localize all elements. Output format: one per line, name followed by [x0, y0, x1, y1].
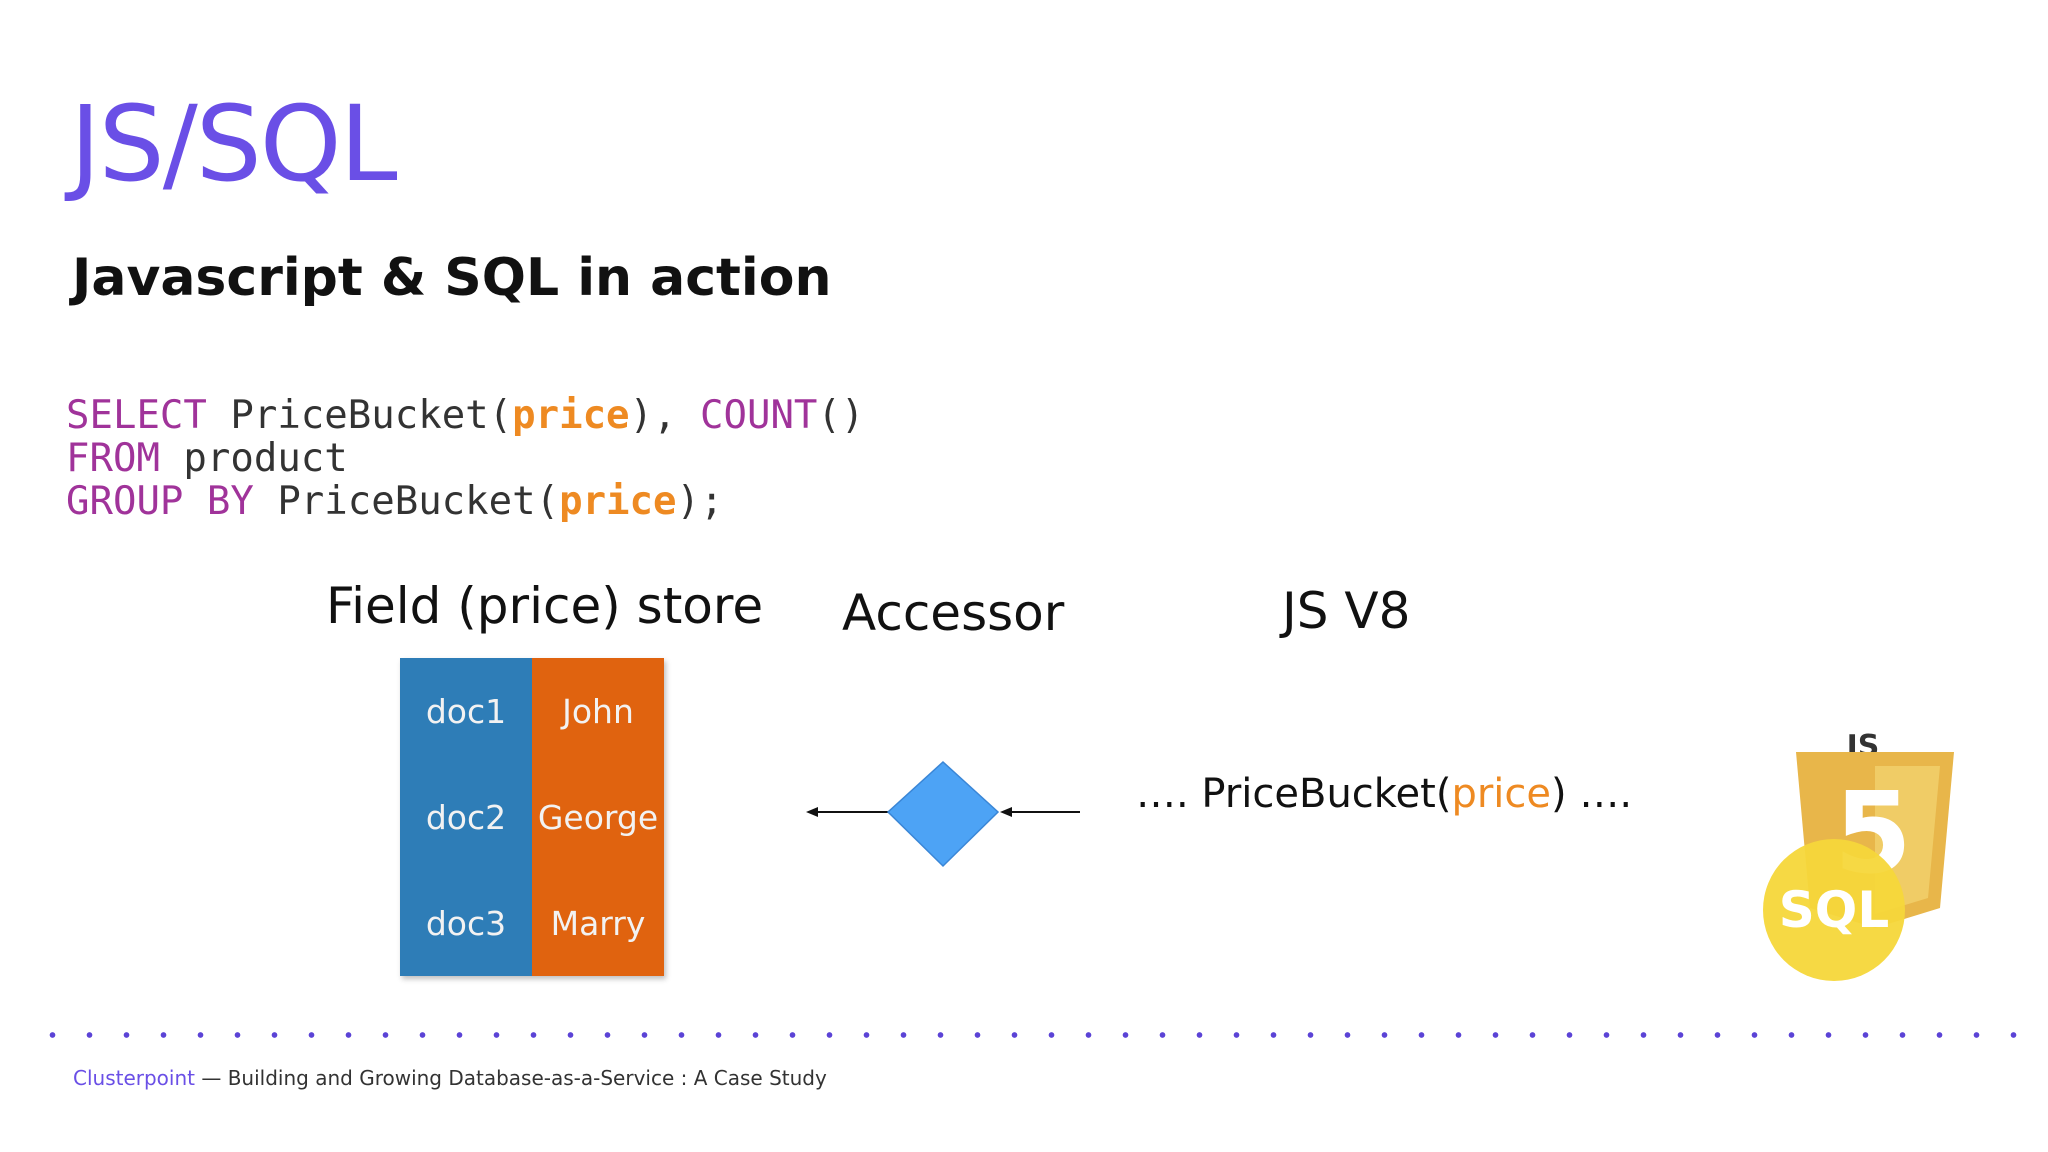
sql-code-block: SELECT PriceBucket(price), COUNT() FROM …: [66, 394, 864, 523]
sql-field: price: [512, 393, 630, 438]
sql-circle-icon: [1763, 839, 1905, 981]
js-v8-label: JS V8: [1282, 582, 1411, 640]
logo-sql-text: SQL: [1779, 881, 1889, 939]
sql-keyword: GROUP BY: [66, 479, 254, 524]
footer: Clusterpoint — Building and Growing Data…: [73, 1066, 827, 1090]
footer-brand: Clusterpoint: [73, 1066, 195, 1090]
store-doc-cell: doc2: [400, 764, 532, 870]
field-store-table: doc1 John doc2 George doc3 Marry: [400, 658, 664, 976]
call-field: price: [1451, 771, 1551, 817]
sql-keyword: FROM: [66, 436, 160, 481]
field-store-label: Field (price) store: [326, 577, 764, 635]
sql-text: ),: [629, 393, 700, 438]
sql-field: price: [559, 479, 677, 524]
sql-text: PriceBucket(: [253, 479, 560, 524]
call-prefix: …. PriceBucket(: [1136, 771, 1452, 817]
arrowhead-left-icon: [806, 807, 818, 817]
sql-text: PriceBucket(: [206, 393, 513, 438]
accessor-diamond-icon: [886, 760, 1000, 868]
store-doc-cell: doc3: [400, 870, 532, 976]
store-value-cell: Marry: [532, 870, 664, 976]
footer-text: — Building and Growing Database-as-a-Ser…: [195, 1066, 827, 1090]
slide-title: JS/SQL: [70, 83, 398, 205]
sql-keyword: COUNT: [700, 393, 818, 438]
sql-keyword: SELECT: [66, 393, 207, 438]
sql-text: (): [817, 393, 865, 438]
accessor-flow-diagram: [806, 760, 1080, 868]
store-value-cell: George: [532, 764, 664, 870]
pricebucket-call: …. PriceBucket(price) ….: [1136, 774, 1632, 814]
arrowhead-left-icon: [1000, 807, 1012, 817]
js-sql-logo: JS 5 SQL: [1763, 729, 1954, 981]
call-suffix: ) ….: [1551, 771, 1633, 817]
store-doc-cell: doc1: [400, 658, 532, 764]
slide-subtitle: Javascript & SQL in action: [72, 248, 832, 308]
dotted-divider: [34, 1030, 2018, 1040]
store-value-cell: John: [532, 658, 664, 764]
accessor-label: Accessor: [842, 584, 1065, 642]
sql-text: product: [159, 436, 348, 481]
sql-text: );: [676, 479, 724, 524]
